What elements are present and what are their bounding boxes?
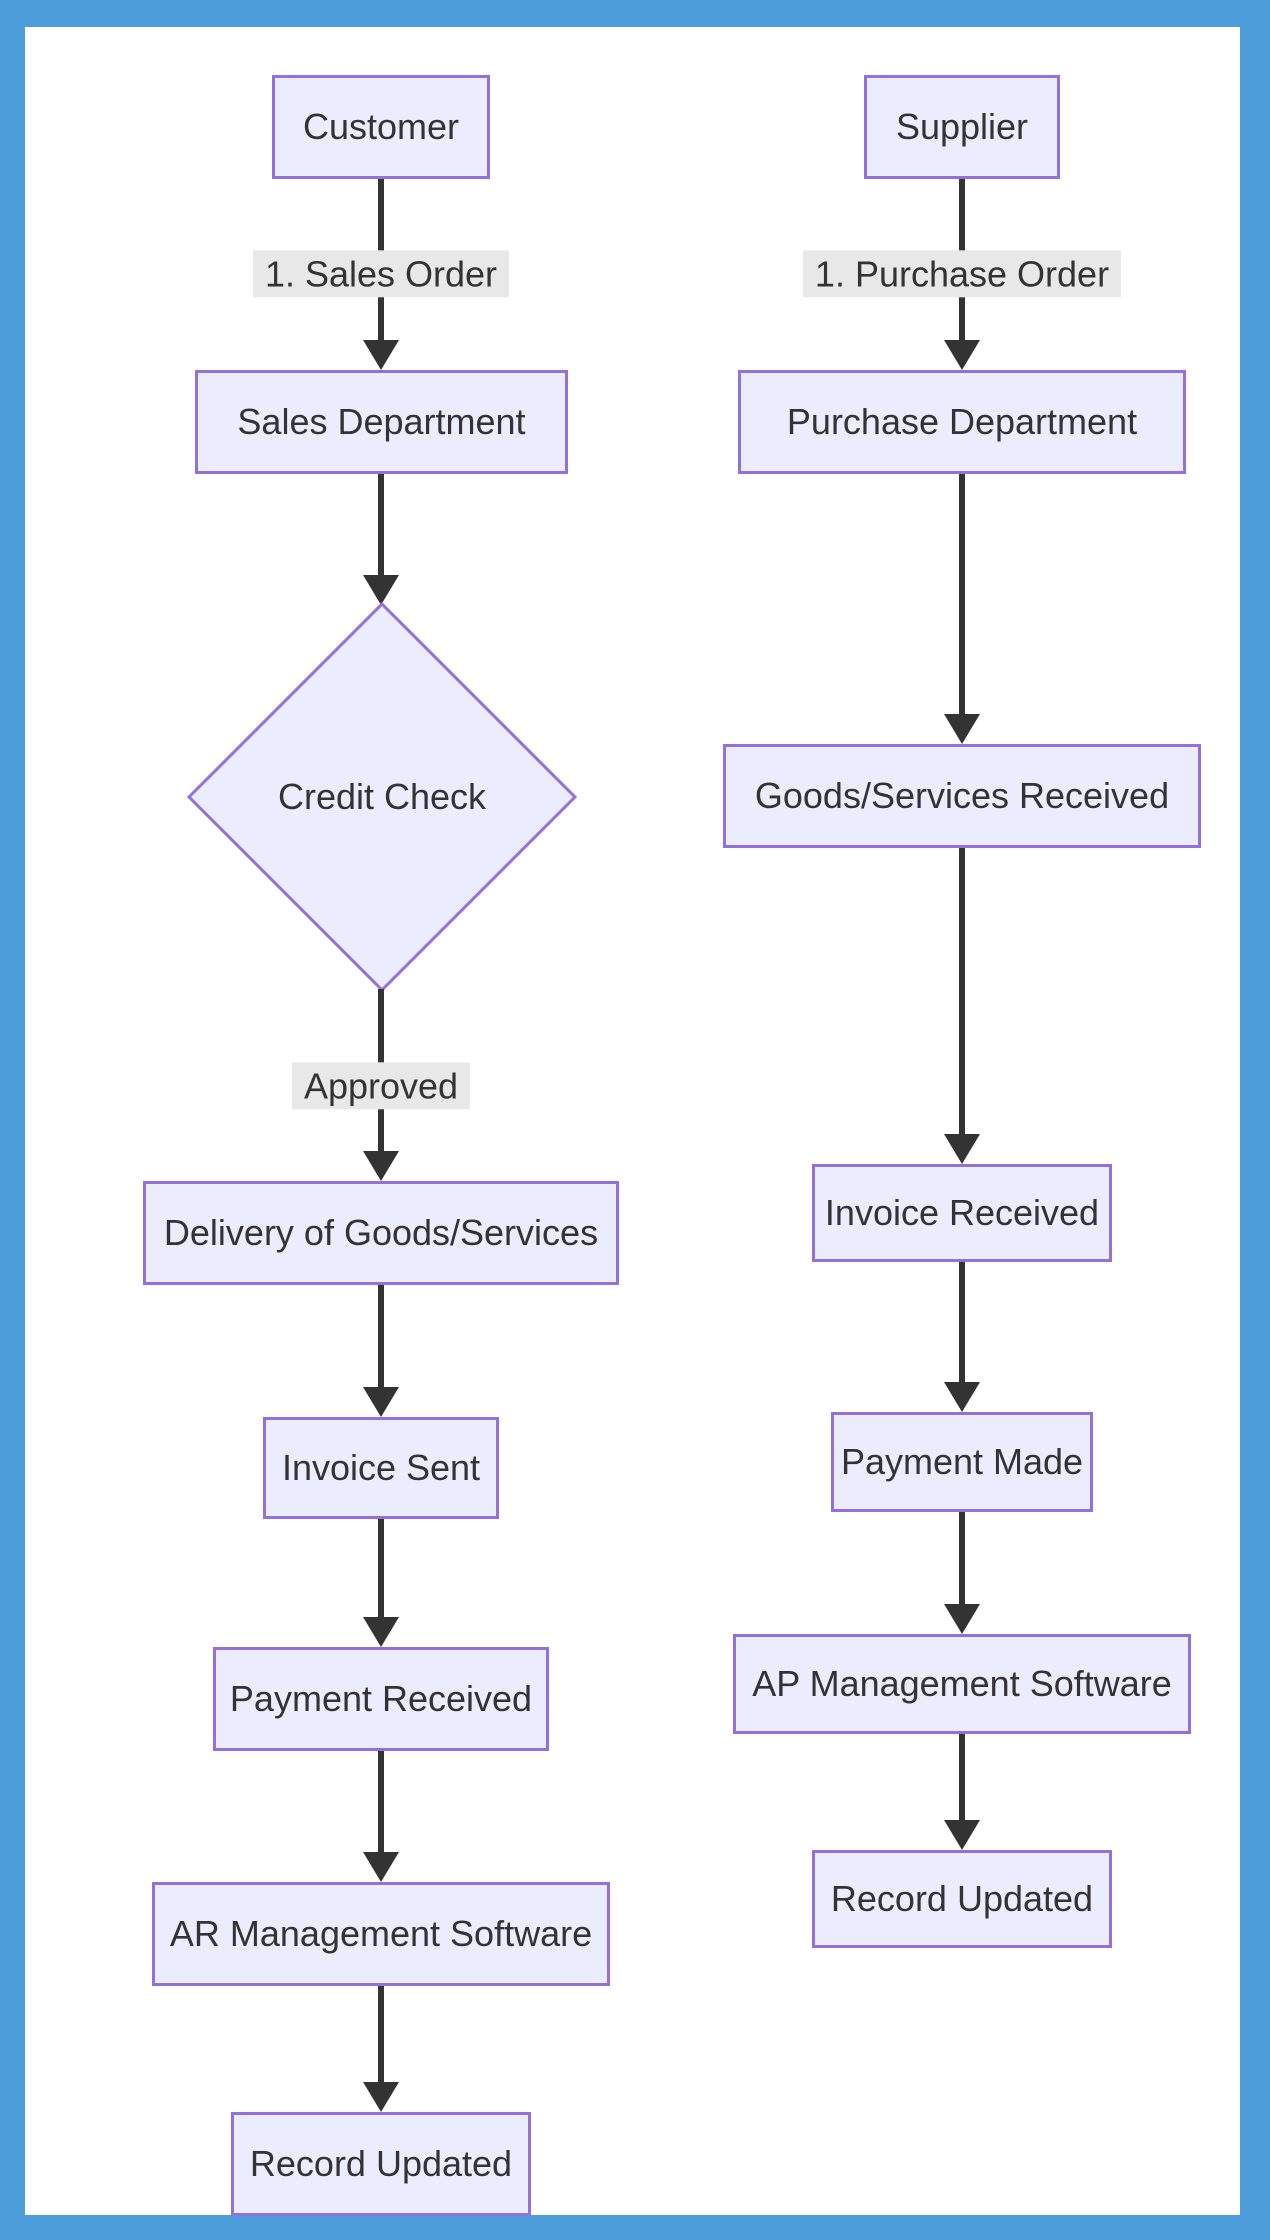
node-goods-received-label: Goods/Services Received xyxy=(754,775,1170,816)
edge-line xyxy=(959,1262,965,1390)
arrowhead-icon xyxy=(363,1387,399,1417)
node-sales-department-label: Sales Department xyxy=(237,401,526,442)
node-credit-check-label: Credit Check xyxy=(277,776,487,817)
edge-goods-received-to-invoice-received xyxy=(942,848,982,1164)
edge-label-sales-order: 1. Sales Order xyxy=(252,250,510,298)
node-credit-check: Credit Check xyxy=(186,601,578,993)
node-payment-made: Payment Made xyxy=(831,1412,1093,1512)
edge-purchase-department-to-goods-received xyxy=(942,474,982,744)
arrowhead-icon xyxy=(944,714,980,744)
edge-line xyxy=(959,1512,965,1612)
edge-line xyxy=(378,474,384,583)
node-goods-services-received: Goods/Services Received xyxy=(723,744,1201,848)
arrowhead-icon xyxy=(363,1151,399,1181)
edge-ar-software-to-record-updated xyxy=(361,1986,401,2112)
node-record-updated-ap-label: Record Updated xyxy=(830,1878,1094,1919)
node-ar-software-label: AR Management Software xyxy=(169,1913,593,1954)
edge-ap-software-to-record-updated xyxy=(942,1734,982,1850)
node-payment-received-label: Payment Received xyxy=(229,1678,533,1719)
node-record-updated-ar-label: Record Updated xyxy=(249,2143,513,2184)
node-purchase-department: Purchase Department xyxy=(738,370,1186,474)
arrowhead-icon xyxy=(363,1852,399,1882)
edge-delivery-to-invoice-sent xyxy=(361,1285,401,1417)
node-customer-label: Customer xyxy=(302,106,460,147)
flowchart-canvas: Customer 1. Sales Order Sales Department… xyxy=(25,27,1240,2216)
node-supplier: Supplier xyxy=(864,75,1060,179)
arrowhead-icon xyxy=(363,2082,399,2112)
node-record-updated-ap: Record Updated xyxy=(812,1850,1112,1948)
node-invoice-sent: Invoice Sent xyxy=(263,1417,499,1519)
arrowhead-icon xyxy=(944,1820,980,1850)
edge-invoice-sent-to-payment-received xyxy=(361,1519,401,1647)
edge-sales-department-to-credit-check xyxy=(361,474,401,605)
node-ap-management-software: AP Management Software xyxy=(733,1634,1191,1734)
arrowhead-icon xyxy=(363,1617,399,1647)
node-supplier-label: Supplier xyxy=(895,106,1029,147)
node-purchase-department-label: Purchase Department xyxy=(786,401,1138,442)
node-invoice-received: Invoice Received xyxy=(812,1164,1112,1262)
arrowhead-icon xyxy=(944,340,980,370)
edge-payment-made-to-ap-software xyxy=(942,1512,982,1634)
arrowhead-icon xyxy=(944,1604,980,1634)
edge-line xyxy=(959,848,965,1142)
arrowhead-icon xyxy=(944,1134,980,1164)
edge-line xyxy=(378,1519,384,1625)
node-record-updated-ar: Record Updated xyxy=(231,2112,531,2216)
node-invoice-received-label: Invoice Received xyxy=(824,1192,1100,1233)
node-delivery-of-goods-services: Delivery of Goods/Services xyxy=(143,1181,619,1285)
edge-line xyxy=(378,1986,384,2090)
edge-line xyxy=(378,1285,384,1395)
node-ap-software-label: AP Management Software xyxy=(752,1663,1172,1704)
node-sales-department: Sales Department xyxy=(195,370,568,474)
node-delivery-label: Delivery of Goods/Services xyxy=(163,1212,599,1253)
edge-label-purchase-order: 1. Purchase Order xyxy=(802,250,1122,298)
edge-payment-received-to-ar-software xyxy=(361,1751,401,1882)
edge-line xyxy=(959,474,965,722)
node-payment-received: Payment Received xyxy=(213,1647,549,1751)
node-invoice-sent-label: Invoice Sent xyxy=(281,1447,481,1488)
arrowhead-icon xyxy=(363,340,399,370)
edge-line xyxy=(378,1751,384,1860)
arrowhead-icon xyxy=(363,575,399,605)
edge-line xyxy=(959,1734,965,1828)
node-customer: Customer xyxy=(272,75,490,179)
node-payment-made-label: Payment Made xyxy=(840,1441,1084,1482)
arrowhead-icon xyxy=(944,1382,980,1412)
edge-label-approved: Approved xyxy=(291,1062,471,1110)
node-ar-management-software: AR Management Software xyxy=(152,1882,610,1986)
edge-invoice-received-to-payment-made xyxy=(942,1262,982,1412)
